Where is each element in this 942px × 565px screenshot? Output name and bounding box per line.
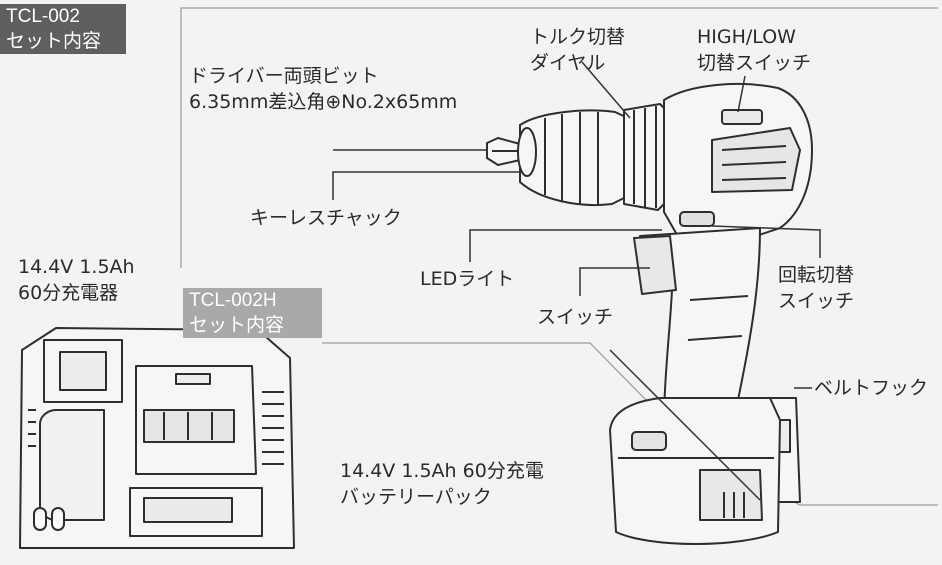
set-badge-tcl-002h: TCL-002H セット内容 [183, 288, 322, 338]
callout-torque-dial: トルク切替 ダイヤル [530, 24, 625, 76]
battery-caption: 14.4V 1.5Ah 60分充電 バッテリーパック [340, 458, 544, 510]
callout-rotation-switch-line1: 回転切替 [778, 264, 855, 286]
charger-caption: 14.4V 1.5Ah 60分充電器 [18, 254, 135, 306]
callout-high-low-switch-line1: HIGH/LOW [697, 26, 796, 48]
callout-led-light: LEDライト [420, 268, 515, 290]
callout-rotation-switch: 回転切替 スイッチ [778, 262, 854, 314]
drill-illustration [486, 83, 813, 545]
callout-driver-bit-spec: 6.35mm差込角⊕No.2x65mm [189, 91, 458, 113]
callout-high-low-switch-line2: 切替スイッチ [697, 52, 812, 74]
callout-driver-bit: ドライバー両頭ビット 6.35mm差込角⊕No.2x65mm [189, 63, 457, 115]
charger-caption-spec: 14.4V 1.5Ah [18, 256, 135, 278]
callout-driver-bit-title: ドライバー両頭ビット [189, 65, 379, 87]
callout-rotation-switch-line2: スイッチ [778, 290, 855, 312]
callout-torque-dial-line1: トルク切替 [530, 26, 626, 48]
leader-lines [332, 61, 821, 501]
callout-keyless-chuck: キーレスチャック [250, 207, 402, 229]
set-badge-model: TCL-002 [6, 6, 80, 27]
battery-caption-spec: 14.4V 1.5Ah 60分充電 [340, 460, 544, 482]
callout-trigger-switch: スイッチ [537, 306, 614, 328]
callout-belt-hook: ベルトフック [814, 377, 929, 399]
set-badge-tcl-002: TCL-002 セット内容 [0, 4, 126, 54]
battery-caption-name: バッテリーパック [340, 486, 492, 508]
charger-caption-name: 60分充電器 [18, 282, 119, 304]
callout-torque-dial-line2: ダイヤル [530, 52, 606, 74]
callout-high-low-switch: HIGH/LOW 切替スイッチ [697, 24, 811, 76]
set-badge-model: TCL-002H [189, 290, 277, 311]
set-badge-caption: セット内容 [189, 315, 285, 336]
charger-illustration [19, 327, 295, 549]
set-badge-caption: セット内容 [6, 31, 102, 52]
